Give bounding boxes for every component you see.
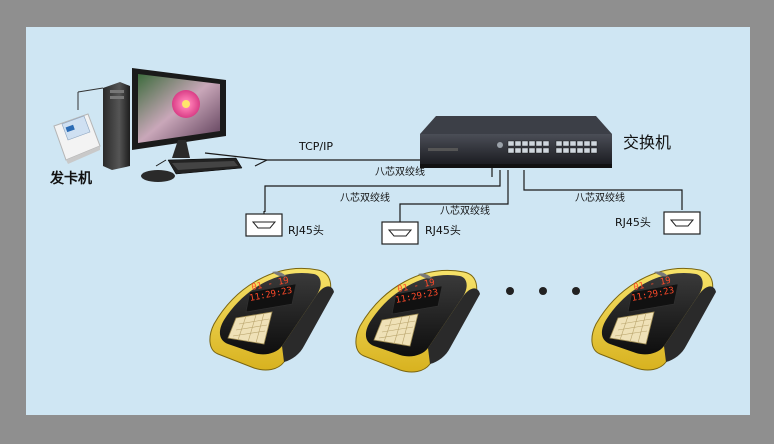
- mouse-icon: [141, 170, 175, 182]
- switch-label: 交换机: [623, 133, 671, 152]
- ellipsis-dots: [506, 287, 580, 295]
- tcpip-label: TCP/IP: [298, 140, 333, 153]
- cable-label: 八芯双绞线: [375, 165, 425, 178]
- rj45-label: RJ45头: [288, 224, 324, 237]
- cable-label: 八芯双绞线: [575, 191, 625, 204]
- pos-terminal: 01 - 19 11:29:23: [355, 269, 481, 373]
- rj45-label: RJ45头: [425, 224, 461, 237]
- rj45-label: RJ45头: [615, 216, 651, 229]
- cable-rj45-left: [264, 170, 501, 212]
- cable-rj45-mid: [399, 170, 509, 222]
- computer: [103, 68, 243, 182]
- rj45-connector-left: [245, 211, 283, 237]
- cable-label: 八芯双绞线: [440, 204, 490, 217]
- cable-rj45-right: [523, 170, 683, 210]
- card-issuer-label: 发卡机: [49, 170, 92, 187]
- rj45-connector-right: [663, 211, 701, 235]
- card-issuer-device: [53, 87, 104, 164]
- cables: [204, 152, 683, 222]
- pos-terminal: 01 - 19 11:29:23: [591, 267, 717, 371]
- cable-label: 八芯双绞线: [340, 191, 390, 204]
- rj45-connector-mid: [381, 221, 419, 245]
- pos-terminal: 01 - 19 11:29:23: [209, 267, 335, 371]
- network-switch: [420, 116, 612, 168]
- cable-computer-switch: [204, 152, 493, 177]
